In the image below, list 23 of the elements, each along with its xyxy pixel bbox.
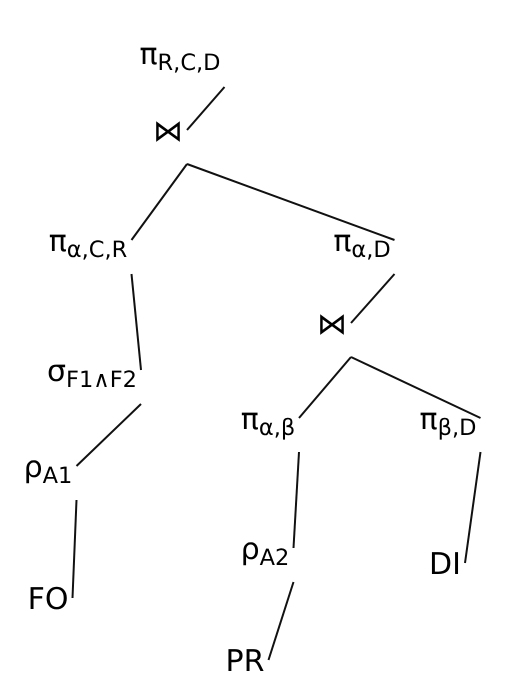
tree-edge [130, 163, 188, 241]
operator-label: ρ$_{A1}$ [24, 450, 72, 485]
operator-label: DI [429, 547, 461, 582]
tree-edge [268, 582, 294, 660]
tree-edge [130, 274, 142, 370]
tree-edge [464, 452, 482, 564]
tree-edge [298, 356, 352, 419]
tree-edge [72, 500, 78, 598]
operator-label: π$_{α,C,R}$ [48, 224, 128, 259]
tree-edge [186, 86, 226, 131]
tree-edge [186, 163, 395, 241]
tree-edge [350, 356, 481, 419]
operator-label: ρ$_{A2}$ [240, 532, 290, 567]
tree-edge [350, 273, 396, 324]
operator-label: σ$_{F1∧F2}$ [47, 354, 137, 389]
operator-label: π$_{α,D}$ [333, 224, 391, 259]
tree-edge [76, 403, 142, 467]
operator-label: ⋈ [153, 114, 183, 149]
operator-label: FO [28, 582, 68, 617]
operator-label: ⋈ [317, 307, 347, 342]
tree-edge [292, 452, 300, 548]
operator-label: PR [226, 644, 264, 679]
operator-label: π$_{R,C,D}$ [139, 37, 221, 72]
